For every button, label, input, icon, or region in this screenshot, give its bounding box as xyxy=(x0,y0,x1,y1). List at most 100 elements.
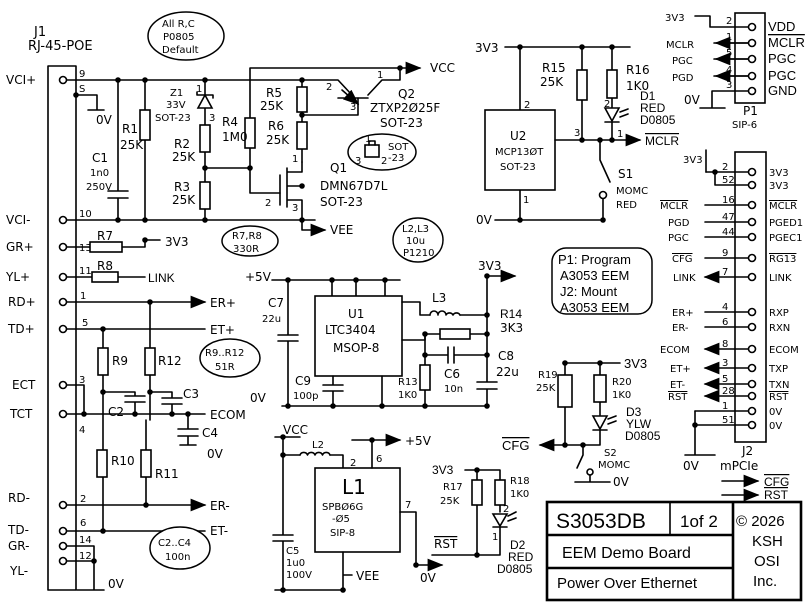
pin-number: 2 xyxy=(722,162,728,173)
pin-circle xyxy=(747,232,757,242)
sheet-description: Power Over Ethernet xyxy=(557,575,698,592)
sheet-company: KSH xyxy=(752,533,783,550)
r13-value: 1K0 xyxy=(398,390,417,401)
pin-circle xyxy=(747,406,757,416)
reset-led-circuit: 3V3 R17 25K R18 1K0 RST D2 RED D0805 2 1 xyxy=(431,463,534,576)
j2-net-label: ER- xyxy=(672,323,689,334)
j2-net-label: MCLR xyxy=(660,201,688,212)
c1-value: 1n0 xyxy=(90,168,109,179)
pin-number: 1 xyxy=(80,291,86,302)
l1-package: SIP-8 xyxy=(330,528,355,539)
pin-circle xyxy=(747,307,757,317)
pin-number: S xyxy=(79,84,85,95)
note-r7r8: R7,R8 330R xyxy=(221,225,279,257)
j2-net-label: ET- xyxy=(670,380,686,391)
r10-ref: R10 xyxy=(111,454,135,468)
net-5v: +5V xyxy=(405,434,432,448)
pin-number: 8 xyxy=(722,339,728,350)
l3-ref: L3 xyxy=(432,291,446,305)
pin-circle xyxy=(747,420,757,430)
j1-label-td-plus: TD+ xyxy=(7,322,35,336)
pin-number: 1 xyxy=(377,70,383,81)
p1-package: SIP-6 xyxy=(732,120,757,131)
r5-value: 25K xyxy=(260,99,284,113)
j2-pins: 23V3523V316MCLRMCLR47PGED1PGD44PGEC1PGC9… xyxy=(660,162,803,432)
c3-ref: C3 xyxy=(183,387,199,401)
note-text: 100n xyxy=(165,552,190,563)
r3-value: 25K xyxy=(172,193,196,207)
p1-pin-gnd: GND xyxy=(768,83,797,98)
j2-pin-name: TXN xyxy=(768,380,789,391)
r4-ref: R4 xyxy=(222,115,238,129)
c8-ref: C8 xyxy=(498,349,514,363)
u2-part: MCP13ØT xyxy=(495,146,544,158)
c1-voltage: 250V xyxy=(86,182,112,193)
pin-number: 13 xyxy=(79,243,92,254)
pin-number: 2 xyxy=(326,82,332,93)
d3-color: YLW xyxy=(626,417,652,431)
net-3v3: 3V3 xyxy=(624,356,647,371)
c6-ref: C6 xyxy=(444,367,460,381)
pin-number: 3 xyxy=(574,128,580,139)
r13-ref: R13 xyxy=(398,377,418,388)
j1-label-td-minus: TD- xyxy=(7,523,29,537)
pin-number: 3 xyxy=(350,102,356,113)
net-mclr: MCLR xyxy=(645,134,679,148)
note-text: C2..C4 xyxy=(158,538,191,549)
p1-pin-pgc: PGC xyxy=(768,51,796,66)
pin-number: 3 xyxy=(79,375,85,386)
r20-value: 1K0 xyxy=(612,390,631,401)
r17-value: 25K xyxy=(440,496,460,507)
j2-pin-name: 3V3 xyxy=(769,181,789,192)
j2-pin-name: LINK xyxy=(769,273,792,284)
l2-ref: L2 xyxy=(312,440,324,451)
j2-net-label: ET+ xyxy=(670,364,691,375)
j1-body xyxy=(47,65,77,591)
pin-number: 5 xyxy=(726,48,732,59)
j1-part: RJ-45-POE xyxy=(28,39,93,54)
r7-ref: R7 xyxy=(97,229,113,243)
j2-net-label: LINK xyxy=(673,273,696,284)
j1-label-rd-plus: RD+ xyxy=(8,295,36,309)
j2-pin-name: RG13 xyxy=(769,254,796,265)
pin-number: 6 xyxy=(80,518,86,529)
c1-ref: C1 xyxy=(92,151,108,165)
net-0v: 0V xyxy=(96,113,113,127)
r16-value: 1K0 xyxy=(626,79,649,93)
u2-package: SOT-23 xyxy=(500,162,536,173)
pin-circle xyxy=(747,379,757,389)
net-0v: 0V xyxy=(613,475,630,489)
p1-net-pgd: PGD xyxy=(672,73,694,84)
d3-ref: D3 xyxy=(626,405,642,419)
net-0v: 0V xyxy=(108,577,125,591)
sheet-page: 1of 2 xyxy=(680,512,718,531)
r18-ref: R18 xyxy=(510,476,530,487)
pin-number: 6 xyxy=(376,454,382,465)
note-text: R7,R8 xyxy=(232,231,262,242)
j2-net-label: PGD xyxy=(668,218,690,229)
r6-value: 25K xyxy=(266,133,290,147)
header-p1: 3V3 MCLR PGC PGD 0V 2 1 5 4 3 VDD MCLR P… xyxy=(665,12,805,131)
s2-ref: S2 xyxy=(604,448,617,459)
supervisor-u2: 3V3 0V U2 MCP13ØT SOT-23 2 3 1 R15 25K R… xyxy=(475,41,679,227)
z1-ref: Z1 xyxy=(170,88,183,99)
pin-circle xyxy=(747,217,757,227)
net-cfg: CFG xyxy=(502,438,529,453)
regulator-u1: +5V C7 22u U1 LTC3404 MSOP-8 C9 100p 0V … xyxy=(245,259,523,409)
j2-net-label: RST xyxy=(668,392,688,403)
pin-number: 1 xyxy=(722,401,728,412)
d1-package: D0805 xyxy=(640,113,676,127)
sheet-title: S3053DB xyxy=(556,510,646,533)
u1-package: MSOP-8 xyxy=(333,341,379,355)
r11-ref: R11 xyxy=(155,467,179,481)
pin-number: 3 xyxy=(209,113,215,124)
note-text: A3053 EEM xyxy=(560,268,629,283)
j2-net-label: PGC xyxy=(668,233,689,244)
note-text: All R,C xyxy=(162,19,195,30)
r19-ref: R19 xyxy=(538,370,558,381)
